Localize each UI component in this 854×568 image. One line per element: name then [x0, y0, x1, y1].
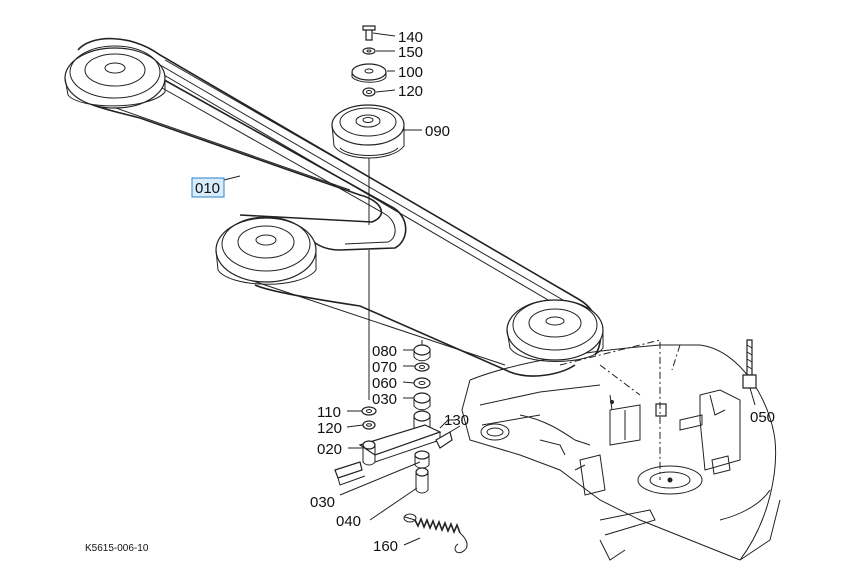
- callout-090[interactable]: 090: [425, 123, 450, 140]
- pulley-right: [506, 299, 604, 362]
- tension-assembly: [334, 340, 461, 494]
- idler-pulley: [331, 104, 405, 159]
- callout-060[interactable]: 060: [372, 375, 397, 392]
- callout-120-top[interactable]: 120: [398, 83, 423, 100]
- callout-070[interactable]: 070: [372, 359, 397, 376]
- callout-130[interactable]: 130: [444, 412, 469, 429]
- callout-160[interactable]: 160: [373, 538, 398, 555]
- callout-020[interactable]: 020: [317, 441, 342, 458]
- selected-part-highlight: [191, 177, 225, 198]
- callout-110[interactable]: 110: [317, 404, 341, 421]
- callout-040[interactable]: 040: [336, 513, 361, 530]
- pulley-top-left: [64, 45, 166, 109]
- drawing-code: K5615-006-10: [85, 543, 149, 554]
- centerlines: [559, 339, 681, 480]
- callout-050[interactable]: 050: [750, 409, 775, 426]
- callout-120-lower[interactable]: 120: [317, 420, 342, 437]
- leader-lines: [215, 32, 756, 546]
- callout-150[interactable]: 150: [398, 44, 423, 61]
- callout-100[interactable]: 100: [398, 64, 423, 81]
- callout-030-lower[interactable]: 030: [310, 494, 335, 511]
- callout-080[interactable]: 080: [372, 343, 397, 360]
- idler-hardware: [351, 25, 387, 97]
- callout-030-upper[interactable]: 030: [372, 391, 397, 408]
- callout-010[interactable]: 010: [195, 180, 220, 197]
- pulley-left-center: [215, 216, 317, 285]
- bolt: [742, 339, 757, 389]
- callout-140[interactable]: 140: [398, 29, 423, 46]
- tension-spring: [403, 513, 468, 554]
- callout-labels: 140 150 100 120 090 010 080 070 060 030 …: [85, 29, 775, 555]
- mower-deck: [461, 344, 781, 561]
